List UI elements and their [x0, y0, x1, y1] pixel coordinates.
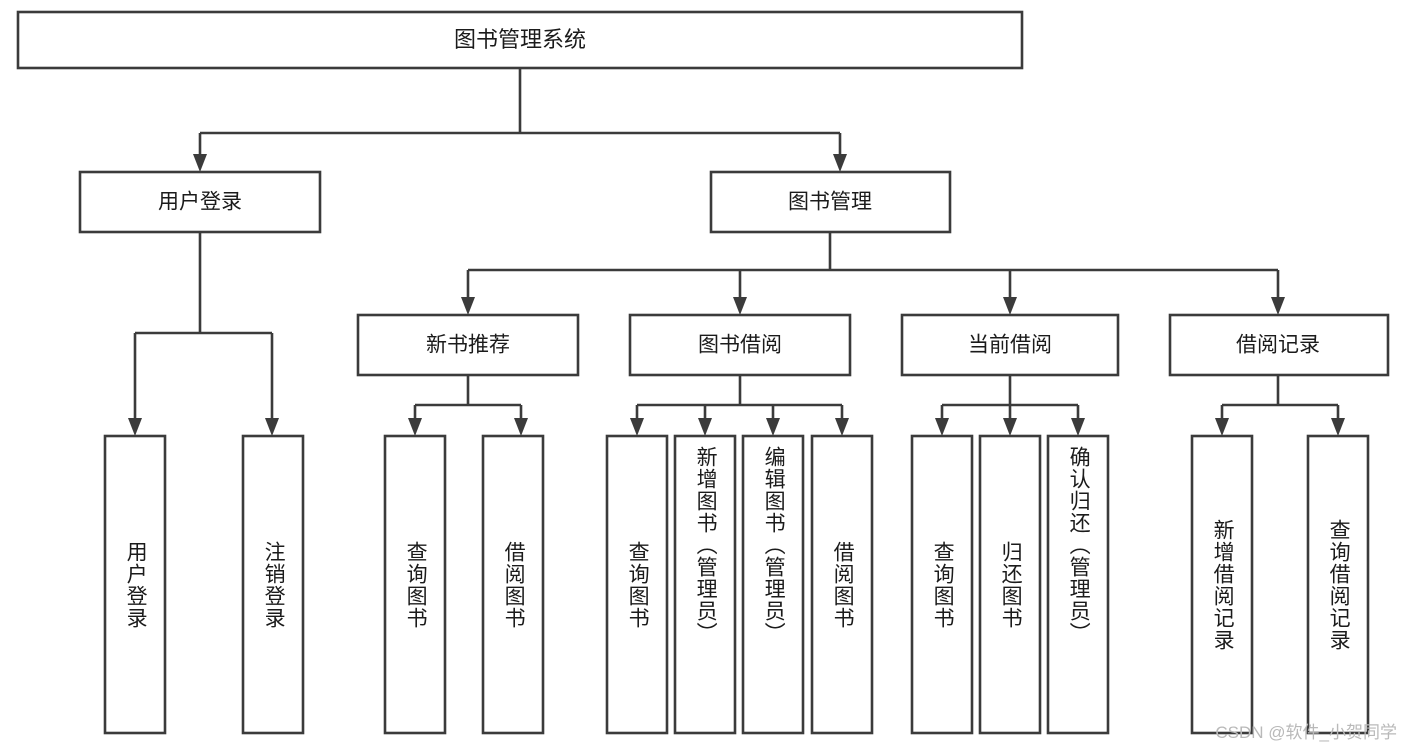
node-borrow-record-label: 借阅记录 [1236, 334, 1320, 357]
node-book-borrow[interactable]: 图书借阅 [628, 313, 852, 377]
node-root-system-label: 图书管理系统 [454, 27, 586, 52]
leaf-box-user-login[interactable] [103, 434, 167, 735]
connector-current-borrow-bus [935, 375, 1085, 436]
node-user-login[interactable]: 用户登录 [78, 170, 322, 234]
leaf-node-boxes [103, 434, 1370, 735]
leaf-box-query-record[interactable] [1306, 434, 1370, 735]
connector-book-borrow-bus [630, 375, 849, 436]
node-current-borrow-label: 当前借阅 [968, 334, 1052, 357]
connector-root-to-user-login [193, 133, 207, 172]
node-book-borrow-label: 图书借阅 [698, 334, 782, 357]
leaf-box-query-book-1[interactable] [383, 434, 447, 735]
connector-user-login-bus [128, 232, 279, 436]
node-new-book-recommend-label: 新书推荐 [426, 334, 510, 357]
leaf-box-query-book-2[interactable] [605, 434, 669, 735]
leaf-box-borrow-book-2[interactable] [810, 434, 874, 735]
node-root-system[interactable]: 图书管理系统 [16, 10, 1024, 70]
node-book-management[interactable]: 图书管理 [709, 170, 952, 234]
connector-root-bus [200, 68, 840, 135]
leaf-box-edit-book[interactable] [741, 434, 805, 735]
leaf-box-add-record[interactable] [1190, 434, 1254, 735]
node-current-borrow[interactable]: 当前借阅 [900, 313, 1120, 377]
leaf-box-add-book[interactable] [673, 434, 737, 735]
watermark-text: CSDN @软件_小贺同学 [1215, 723, 1397, 742]
node-new-book-recommend[interactable]: 新书推荐 [356, 313, 580, 377]
connector-new-book-recommend-bus [408, 375, 528, 436]
node-user-login-label: 用户登录 [158, 191, 242, 214]
connector-book-management-bus [461, 232, 1285, 315]
leaf-box-query-book-3[interactable] [910, 434, 974, 735]
leaf-box-confirm-return[interactable] [1046, 434, 1110, 735]
connector-borrow-record-bus [1215, 375, 1345, 436]
leaf-box-return-book[interactable] [978, 434, 1042, 735]
leaf-box-borrow-book-1[interactable] [481, 434, 545, 735]
node-borrow-record[interactable]: 借阅记录 [1168, 313, 1390, 377]
leaf-box-logout[interactable] [241, 434, 305, 735]
connector-root-to-book-management [833, 133, 847, 172]
node-book-management-label: 图书管理 [788, 191, 872, 214]
